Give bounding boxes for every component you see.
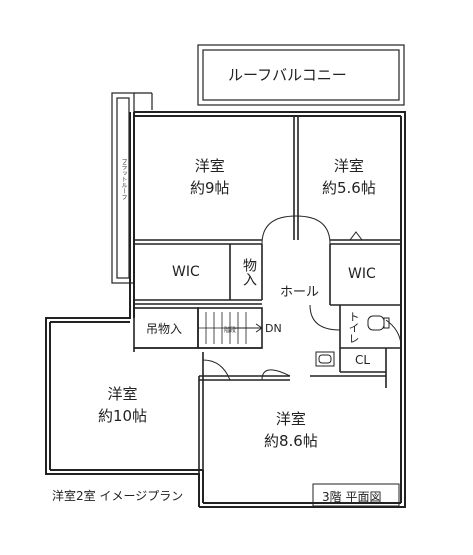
plan-caption: 洋室2室 イメージプラン (52, 489, 184, 503)
triangle-mark-icon (349, 231, 363, 241)
hanging-storage-label: 吊物入 (146, 322, 183, 336)
room-name: 洋室 (107, 385, 138, 403)
toilet-label: トイレ (347, 311, 360, 344)
door-swings (202, 215, 402, 381)
room-size: 約10帖 (98, 407, 148, 425)
stairs-small-text: 階段 (224, 327, 237, 334)
exterior-walls (45, 111, 406, 508)
wic-left-label: WIC (172, 264, 200, 280)
room-western-8-6: 洋室 約8.6帖 (264, 408, 318, 452)
storage-label: 物入 (241, 258, 257, 286)
room-size: 約5.6帖 (322, 179, 376, 197)
room-size: 約9帖 (190, 179, 230, 197)
room-name: 洋室 (275, 410, 306, 428)
room-western-9: 洋室 約9帖 (190, 155, 230, 199)
cl-label: CL (355, 353, 371, 367)
room-western-5-6: 洋室 約5.6帖 (322, 155, 376, 199)
floor-title: 3階 平面図 (322, 490, 382, 504)
room-name: 洋室 (333, 157, 364, 175)
floor-title-box (312, 483, 400, 507)
room-western-10: 洋室 約10帖 (98, 383, 147, 427)
room-size: 約8.6帖 (264, 432, 318, 450)
stairs-dn-label: DN (265, 322, 282, 335)
sink-icon (315, 351, 335, 367)
flat-roof-outline (111, 92, 153, 284)
wic-right-label: WIC (348, 266, 376, 282)
room-name: 洋室 (194, 157, 225, 175)
balcony-label: ルーフバルコニー (228, 66, 347, 84)
toilet-fixture-icon (367, 315, 390, 331)
stairs-arrow-icon (232, 323, 263, 333)
roof-balcony-outline (197, 44, 405, 106)
hall-label: ホール (280, 285, 320, 300)
flat-roof-label: フラットルーフ (120, 158, 127, 200)
interior-walls (133, 116, 401, 474)
